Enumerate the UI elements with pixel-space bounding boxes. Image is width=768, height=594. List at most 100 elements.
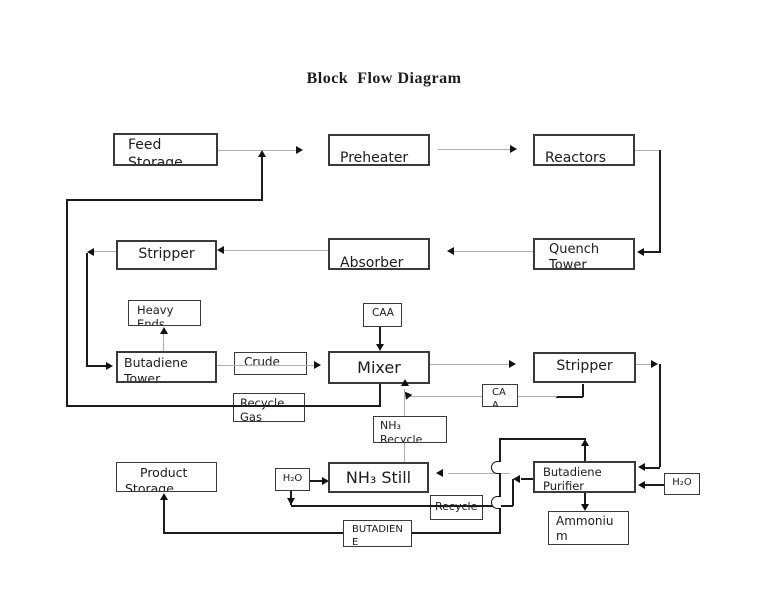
stream-label: CA <box>492 387 506 398</box>
connector-butadiene-product-line <box>163 532 500 534</box>
node-label: Storage <box>128 154 183 166</box>
node-feed-storage[interactable]: Feed Storage <box>113 133 218 166</box>
arrow-into-purifier-2 <box>638 481 645 489</box>
stream-label-ca[interactable]: CA A <box>482 384 518 407</box>
connector-quench-absorber <box>451 251 533 253</box>
node-label: Storage <box>125 480 174 492</box>
node-h2o-1[interactable]: H₂O <box>275 468 310 491</box>
node-stripper-2[interactable]: Stripper <box>533 352 636 383</box>
node-label: Product <box>140 465 188 480</box>
connector-feed-out <box>218 150 262 152</box>
connector-absorber-stripper <box>223 250 328 252</box>
connector-h2o1-drop <box>290 490 292 505</box>
arrow-into-product-storage <box>160 493 168 500</box>
connector-stripper-out <box>93 251 116 253</box>
arrow-into-nh3-still-left <box>322 477 329 485</box>
connector-reactors-downcomer <box>659 150 661 253</box>
stream-label: Recycle <box>435 500 478 513</box>
arrow-stripper2-corner <box>651 360 658 368</box>
node-label: Heavy <box>137 303 174 317</box>
connector-nh3-recycle-lower <box>404 443 406 462</box>
arrow-into-heavy-ends <box>160 327 168 334</box>
node-product-storage[interactable]: Product Storage <box>116 462 217 492</box>
connector-recycle2-riser <box>512 479 514 506</box>
node-label: Tower <box>124 370 161 383</box>
arrow-into-ammonium <box>581 504 589 511</box>
node-absorber[interactable]: Absorber <box>328 238 430 270</box>
connector-butadiene-downcomer <box>499 438 501 534</box>
arrow-into-stripper-1 <box>217 246 224 254</box>
arrow-into-mixer-top <box>376 344 384 351</box>
connector-into-quench <box>644 251 661 253</box>
connector-purifier-left-out <box>521 478 533 480</box>
connector-bt-heavy-ends <box>163 331 165 351</box>
connector-into-purifier-top <box>644 467 660 469</box>
connector-mixer-bottom-drop <box>379 384 381 407</box>
node-label: Preheater <box>340 150 409 166</box>
stream-label: NH₃ <box>380 419 401 432</box>
stream-label-crude[interactable]: Crude <box>234 352 307 375</box>
node-butadiene-tower[interactable]: Butadiene Tower <box>116 351 217 383</box>
arrow-stripper-corner <box>87 248 94 256</box>
node-reactors[interactable]: Reactors <box>533 134 635 166</box>
stream-label: Gas <box>240 410 262 422</box>
node-label: H₂O <box>282 473 303 484</box>
connector-stripper-bt-riser <box>86 253 88 366</box>
stream-label-recycle-2[interactable]: Recycle <box>430 495 483 520</box>
stream-label-butadiene[interactable]: BUTADIEN E <box>343 520 412 547</box>
connector-purifier-ammonium <box>584 493 586 505</box>
node-label: Ends <box>137 317 165 326</box>
connector-recycle2-line <box>291 505 513 507</box>
connector-ca-right <box>556 396 583 398</box>
node-label: H₂O <box>672 477 692 488</box>
node-h2o-2[interactable]: H₂O <box>664 473 700 495</box>
node-label: Stripper <box>138 246 195 262</box>
node-label: NH₃ Still <box>345 468 412 487</box>
node-mixer[interactable]: Mixer <box>328 351 430 384</box>
node-label: Absorber <box>340 255 404 270</box>
arrow-into-mixer-left <box>314 361 321 369</box>
node-label: Feed <box>128 137 162 153</box>
node-preheater[interactable]: Preheater <box>328 134 430 166</box>
node-label: Quench <box>549 242 600 257</box>
node-heavy-ends[interactable]: Heavy Ends <box>128 300 201 326</box>
node-label: Reactors <box>545 150 607 166</box>
stream-label: Recycle <box>240 396 285 410</box>
node-label: m <box>556 529 568 543</box>
stream-label: E <box>352 536 359 547</box>
node-ammonium[interactable]: Ammoniu m <box>548 511 629 545</box>
connector-stripper2-out <box>636 364 651 366</box>
stream-label-recycle-gas[interactable]: Recycle Gas <box>233 393 305 422</box>
node-label: Tower <box>549 258 587 270</box>
line-jump-hop-1 <box>491 461 501 474</box>
node-label: Butadiene <box>543 465 602 479</box>
connector-recycle-riser <box>261 155 263 199</box>
node-label: CAA <box>372 307 394 319</box>
arrow-into-stripper-2 <box>509 360 516 368</box>
node-butadiene-purifier[interactable]: Butadiene Purifier <box>533 461 636 493</box>
node-quench-tower[interactable]: Quench Tower <box>533 238 635 270</box>
connector-h2o1-still <box>310 480 322 482</box>
arrow-into-preheater <box>296 146 303 154</box>
connector-stripper2-bottom-drop <box>582 384 584 397</box>
connector-recycle-gas-line <box>66 405 381 407</box>
connector-stripper2-downcomer <box>659 364 661 467</box>
node-stripper-1[interactable]: Stripper <box>116 240 217 270</box>
connector-nh3-recycle-upper <box>404 389 406 416</box>
connector-crude-stream <box>217 365 314 367</box>
node-label: Ammoniu <box>556 514 614 528</box>
arrow-into-purifier-1 <box>638 463 645 471</box>
connector-reactors-out <box>635 150 660 152</box>
node-label: Mixer <box>357 358 401 377</box>
connector-to-preheater <box>262 150 296 152</box>
arrow-into-absorber <box>447 247 454 255</box>
stream-label: Recycle <box>380 432 423 443</box>
node-caa[interactable]: CAA <box>363 303 402 327</box>
node-nh3-still[interactable]: NH₃ Still <box>328 462 429 493</box>
connector-caa-mixer <box>379 327 381 344</box>
stream-label: Crude <box>244 355 280 369</box>
connector-preheater-reactors <box>438 149 510 151</box>
stream-label-nh3-recycle[interactable]: NH₃ Recycle <box>373 416 447 443</box>
connector-recycle-top <box>66 199 263 201</box>
